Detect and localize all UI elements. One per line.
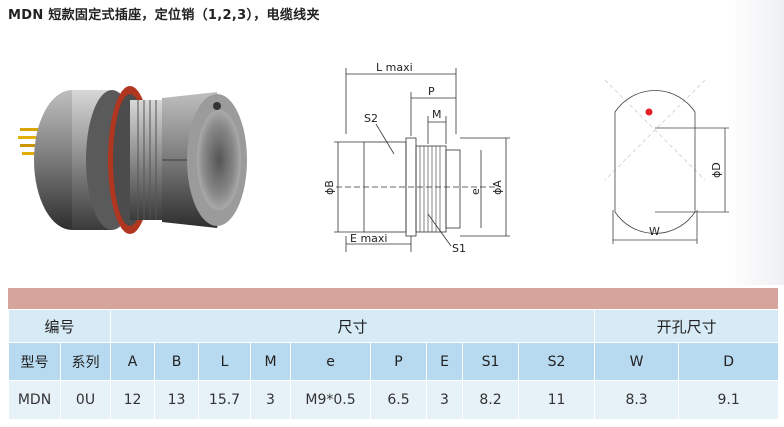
background-shade [728, 0, 784, 285]
table-cell: M9*0.5 [290, 380, 372, 420]
dimension-drawing: L maxi P M S2 ϕB e ϕA E maxi S1 [323, 61, 510, 254]
column-header: S2 [518, 342, 596, 381]
label-phi-d: ϕD [710, 162, 723, 178]
column-header: M [250, 342, 292, 381]
column-header: e [290, 342, 372, 381]
panel-cutout-drawing: ϕD W [604, 79, 729, 244]
label-s1: S1 [452, 242, 466, 254]
column-header: A [110, 342, 156, 381]
column-header: D [678, 342, 780, 381]
column-header: B [154, 342, 200, 381]
spec-table: 编号 尺寸 开孔尺寸 型号 系列 A B L M e P E S1 S2 W D… [7, 309, 780, 420]
label-phi-a: ϕA [491, 180, 504, 195]
page-title: MDN 短款固定式插座，定位销（1,2,3），电缆线夹 [8, 8, 320, 23]
label-l-maxi: L maxi [376, 61, 413, 74]
column-header: P [370, 342, 428, 381]
label-e-maxi: E maxi [350, 232, 387, 245]
column-header: 系列 [59, 342, 112, 381]
table-cell: 11 [518, 380, 596, 420]
table-cell: 8.2 [462, 380, 520, 420]
table-group-row: 编号 尺寸 开孔尺寸 [7, 309, 780, 343]
label-s2: S2 [364, 112, 378, 125]
table-cell: 13 [154, 380, 200, 420]
table-cell: 0U [59, 380, 112, 420]
table-cell: 3 [250, 380, 292, 420]
table-cell: 6.5 [370, 380, 428, 420]
column-header: 型号 [8, 342, 61, 381]
label-w: W [649, 225, 660, 238]
column-header: E [426, 342, 464, 381]
locating-pin-dot [645, 108, 653, 116]
table-cell: MDN [8, 380, 61, 420]
connector-photo [18, 86, 247, 234]
table-cell: 3 [426, 380, 464, 420]
label-m: M [432, 108, 442, 121]
column-header: L [198, 342, 252, 381]
table-row: MDN 0U 12 13 15.7 3 M9*0.5 6.5 3 8.2 11 … [8, 380, 780, 420]
column-header: S1 [462, 342, 520, 381]
label-phi-b: ϕB [323, 180, 336, 195]
group-header-id: 编号 [7, 309, 112, 343]
table-column-row: 型号 系列 A B L M e P E S1 S2 W D [8, 342, 780, 381]
group-header-cutout: 开孔尺寸 [594, 309, 780, 343]
label-e: e [469, 188, 482, 195]
table-cell: 15.7 [198, 380, 252, 420]
label-p: P [428, 85, 435, 98]
table-header-bar [8, 288, 778, 309]
table-cell: 9.1 [678, 380, 780, 420]
column-header: W [594, 342, 680, 381]
table-cell: 12 [110, 380, 156, 420]
table-cell: 8.3 [594, 380, 680, 420]
gold-pins [18, 128, 46, 155]
group-header-size: 尺寸 [110, 309, 596, 343]
